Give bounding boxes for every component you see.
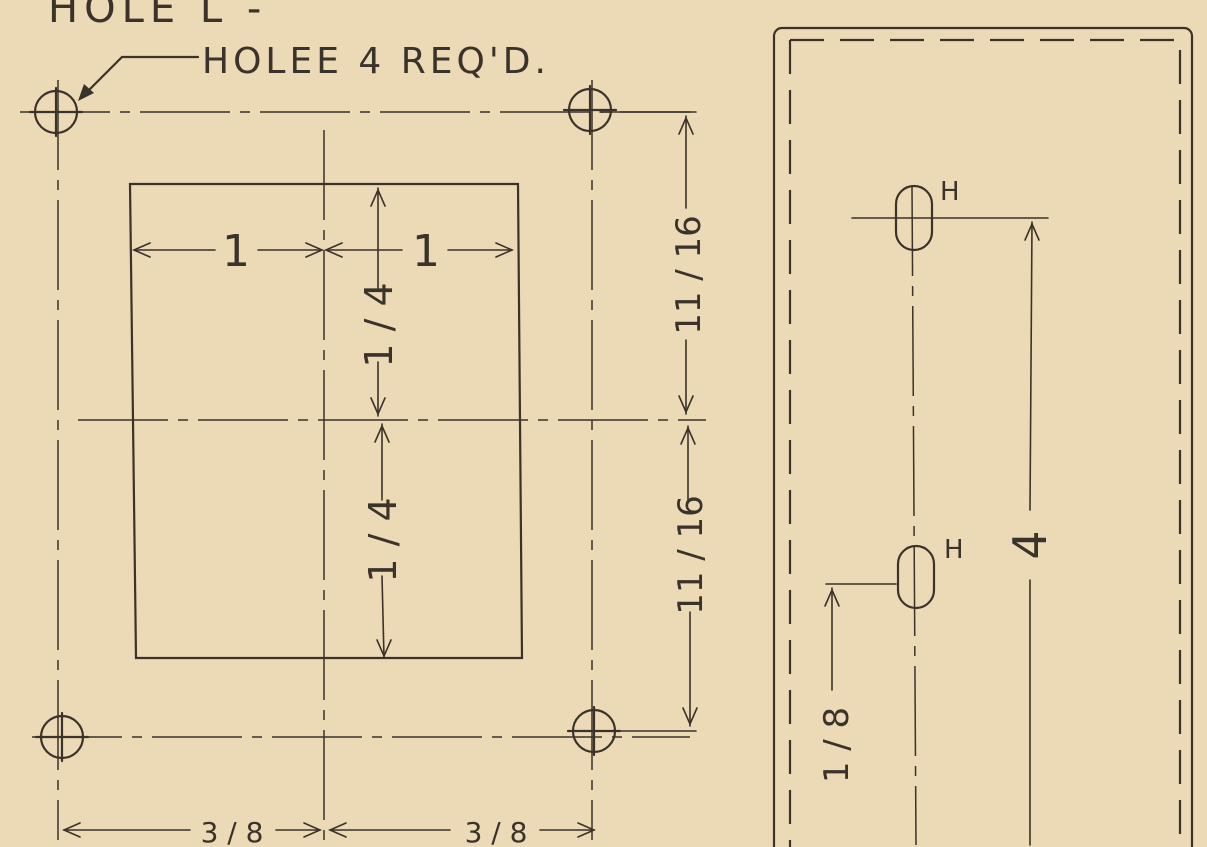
- dim-1-left: 1: [132, 226, 324, 277]
- slot-bottom: [896, 544, 936, 610]
- bolt-hole-top-left: [28, 86, 84, 138]
- dim-1-right-value: 1: [412, 226, 440, 277]
- hidden-edge-top-right: [790, 38, 1182, 847]
- dim-1-right: 1: [324, 226, 514, 277]
- dim-1-1-4-upper: 1 / 4: [357, 187, 401, 417]
- slot-centerline: [911, 185, 917, 846]
- dim-1-3-8-right-value: 3 / 8: [465, 816, 528, 847]
- rectangular-opening: [128, 182, 524, 660]
- dim-1-1-4-upper-value: 1 / 4: [357, 282, 401, 367]
- bolt-hole-top-right: [562, 84, 618, 136]
- dim-1-11-16-upper: 11 / 16: [669, 115, 709, 415]
- hole-note: HOLEE 4 REQ'D.: [202, 41, 550, 82]
- dim-1-11-16-lower-value: 11 / 16: [671, 495, 711, 615]
- dim-4: 4: [1003, 221, 1057, 846]
- slot-bottom-label: H: [944, 535, 964, 565]
- dim-1-11-16-upper-value: 11 / 16: [669, 215, 709, 335]
- dim-1-1-4-lower: 1 / 4: [361, 423, 405, 659]
- dim-1-11-16-lower: 11 / 16: [671, 425, 711, 727]
- dim-2-1-8: 1 / 8: [817, 587, 857, 783]
- dim-4-value: 4: [1003, 530, 1057, 559]
- bolt-hole-bottom-left: [34, 711, 90, 763]
- leader-arrowhead: [78, 84, 94, 101]
- side-view-outline: [772, 26, 1194, 847]
- dim-1-left-value: 1: [222, 226, 250, 277]
- title-text: HOLE L -: [48, 0, 267, 32]
- slot-top-label: H: [940, 177, 960, 207]
- dim-1-1-4-lower-value: 1 / 4: [361, 497, 405, 582]
- dim-1-3-8-right: 3 / 8: [328, 816, 596, 847]
- dim-2-1-8-value: 1 / 8: [817, 707, 857, 783]
- dim-1-3-8-left: 3 / 8: [62, 816, 322, 847]
- dim-1-3-8-left-value: 3 / 8: [201, 816, 264, 847]
